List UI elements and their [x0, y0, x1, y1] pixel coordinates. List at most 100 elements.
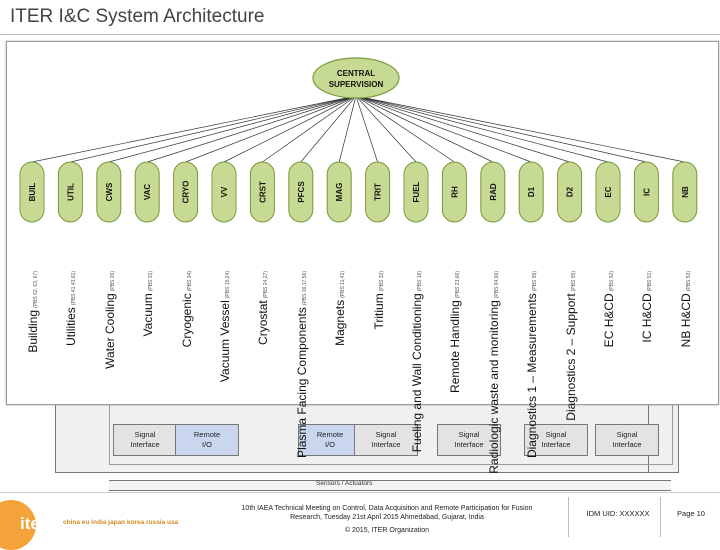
connector-line: [70, 95, 357, 163]
connector-line: [108, 95, 357, 163]
system-label-text: Water Cooling(PBS 26): [101, 271, 119, 369]
connector-line: [355, 95, 378, 163]
system-node: [595, 161, 621, 223]
system-pbs: (PBS 52): [609, 271, 615, 292]
system-label: IC H&CD(PBS 51): [636, 271, 656, 441]
system-pbs: (PBS 32): [378, 271, 385, 292]
box-line2: Interface: [541, 440, 571, 449]
box-line1: Signal: [458, 430, 480, 439]
box-line1: Signal: [545, 430, 567, 439]
box-line1: Signal: [134, 430, 156, 439]
system-code: CRST: [258, 181, 267, 203]
system-label-text: Diagnostics 1 – Measurements(PBS 55): [523, 271, 541, 458]
box-line2: Interface: [130, 440, 160, 449]
system-node: [134, 161, 160, 223]
connector-line: [338, 95, 357, 163]
connector-line: [147, 95, 357, 163]
system-label: Plasma Facing Components(PBS 16,17,56): [291, 271, 311, 458]
connector-line: [185, 95, 357, 163]
system-label-text: Cryostat(PBS 24,27): [254, 271, 272, 345]
system-node: [557, 161, 583, 223]
system-code: RH: [450, 186, 459, 198]
system-label: Vacuum Vessel(PBS 15,24): [214, 271, 234, 441]
system-pbs: (PBS 55): [570, 271, 577, 292]
footer-separator: [660, 497, 661, 537]
system-pbs: (PBS 51): [647, 271, 654, 292]
sensors-actuators-bar: [109, 480, 671, 491]
system-name: EC H&CD: [602, 293, 616, 348]
connector-line: [355, 95, 493, 163]
central-supervision-label: SUPERVISION: [329, 80, 384, 89]
system-name: Radiologic waste and monitoring: [486, 300, 501, 474]
system-code: D2: [566, 186, 575, 197]
system-node: [249, 161, 275, 223]
connector-line: [300, 95, 357, 163]
system-label: Tritium(PBS 32): [368, 271, 388, 441]
system-pbs: (PBS 11,41): [340, 271, 347, 298]
system-code: FUEL: [412, 181, 421, 202]
system-pbs: (PBS 23,66): [455, 271, 462, 299]
system-label: Cryostat(PBS 24,27): [252, 271, 272, 441]
system-node: [288, 161, 314, 223]
system-label-text: Building(PBS 62, 63, 67): [24, 271, 42, 353]
system-code: EC: [604, 186, 613, 197]
box-line2: Interface: [612, 440, 642, 449]
idm-uid: IDM UID: XXXXXX: [586, 509, 650, 518]
box-line1: Remote: [193, 430, 221, 439]
system-label: Fueling and Wall Conditioning(PBS 18): [406, 271, 426, 452]
system-code: IC: [642, 188, 651, 196]
box-line1: Signal: [375, 430, 397, 439]
system-label-text: Radiologic waste and monitoring(PBS 64,6…: [485, 271, 503, 474]
system-name: Building: [26, 309, 40, 353]
system-node: [173, 161, 199, 223]
system-code: NB: [681, 186, 690, 198]
system-name: Tritium: [371, 293, 386, 330]
conference-text: 10th IAEA Technical Meeting on Control, …: [241, 505, 533, 521]
box-line2: I/O: [324, 440, 335, 449]
system-name: Vacuum Vessel: [218, 300, 232, 383]
system-code: UTIL: [66, 183, 75, 201]
footer-separator: [568, 497, 569, 537]
connector-line: [355, 95, 609, 163]
system-pbs: (PBS 64,66): [493, 271, 500, 299]
system-code: TRIT: [374, 183, 383, 201]
system-label-text: Fueling and Wall Conditioning(PBS 18): [408, 271, 426, 452]
system-pbs: (PBS 31): [148, 271, 155, 292]
system-name: IC H&CD: [640, 293, 655, 343]
system-label: Magnets(PBS 11,41): [329, 271, 349, 441]
system-code: VV: [220, 186, 229, 197]
member-countries: china eu india japan korea russia usa: [63, 519, 179, 526]
connector-line: [355, 95, 455, 163]
system-label: Vacuum(PBS 31): [137, 271, 157, 441]
system-label: Diagnostics 1 – Measurements(PBS 55): [521, 271, 541, 458]
system-name: Cryostat: [256, 300, 271, 345]
system-label-text: Cryogenic(PBS 34): [178, 271, 196, 347]
system-code: RAD: [489, 183, 498, 201]
system-label: EC H&CD(PBS 52): [598, 271, 618, 441]
box-line2: Interface: [371, 440, 401, 449]
system-label-text: Magnets(PBS 11,41): [331, 271, 349, 346]
system-name: Remote Handling: [448, 300, 463, 393]
system-label: Building(PBS 62, 63, 67): [22, 271, 42, 441]
system-pbs: (PBS 18): [417, 271, 423, 292]
system-pbs: (PBS 55): [532, 271, 539, 292]
system-pbs: (PBS 16,17,56): [301, 271, 308, 306]
system-code: CRYO: [182, 181, 191, 204]
system-node: [19, 161, 45, 223]
system-label: Remote Handling(PBS 23,66): [444, 271, 464, 441]
system-node: [57, 161, 83, 223]
system-name: Utilities: [64, 307, 79, 346]
connector-line: [355, 95, 685, 163]
footer-divider: [0, 492, 720, 493]
system-label-text: Vacuum Vessel(PBS 15,24): [216, 271, 234, 382]
system-code: D1: [527, 186, 536, 197]
connector-line: [355, 95, 570, 163]
system-label-text: NB H&CD(PBS 53): [677, 271, 695, 347]
system-name: Cryogenic: [179, 293, 194, 348]
